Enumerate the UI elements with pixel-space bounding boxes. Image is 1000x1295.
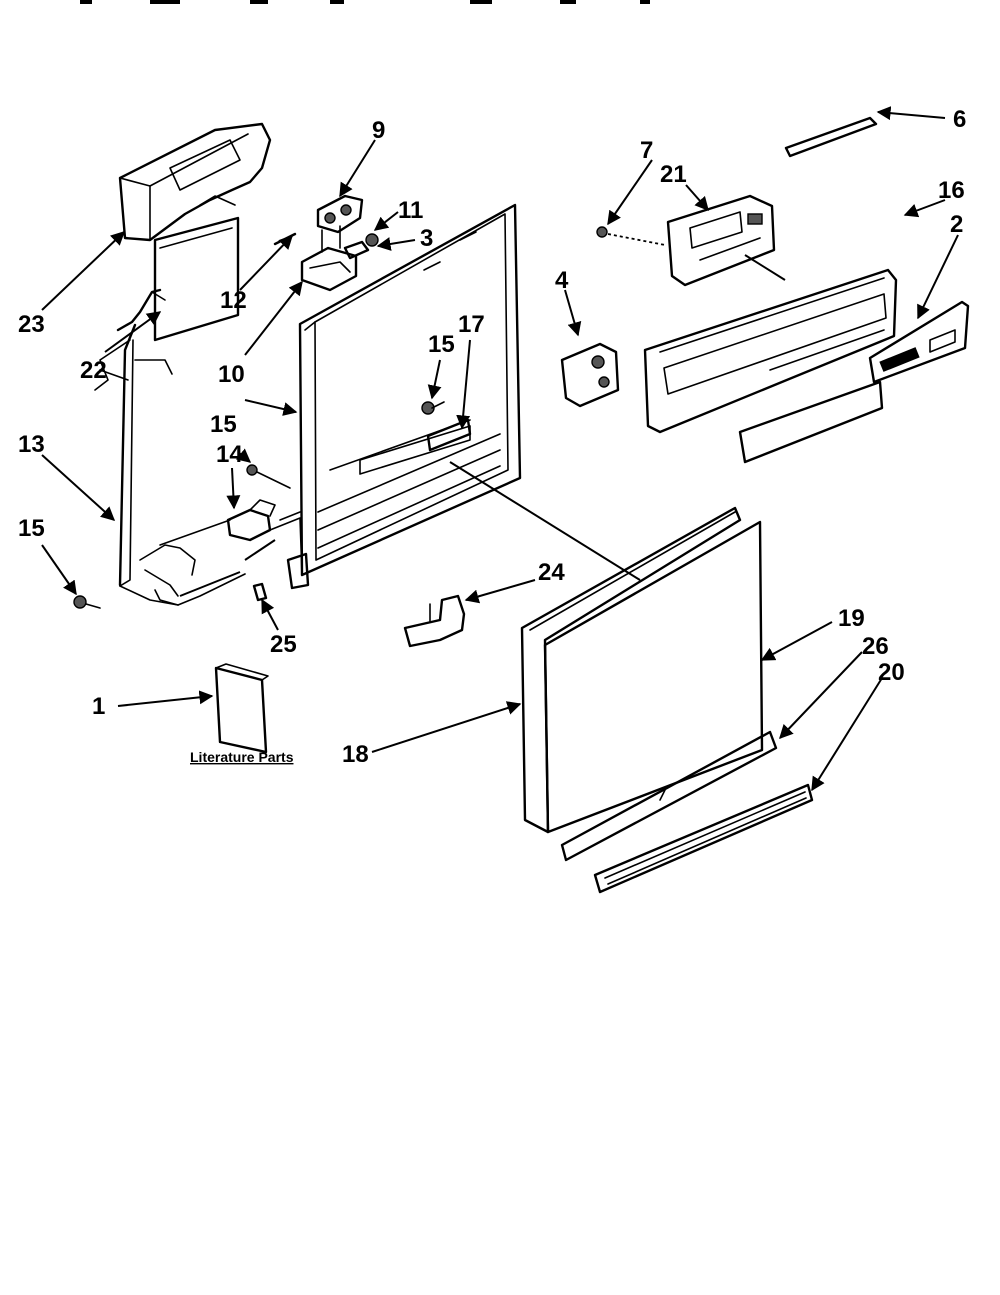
leader-12 <box>239 234 293 291</box>
callout-9: 9 <box>372 117 385 144</box>
leader-19 <box>760 621 833 661</box>
part-6-strip <box>784 116 878 158</box>
callout-15-bottom: 15 <box>18 515 45 542</box>
callout-26: 26 <box>862 633 889 660</box>
part-17-strike <box>426 418 472 452</box>
part-9-hinge-assembly <box>300 194 379 292</box>
callout-20: 20 <box>878 659 905 686</box>
part-2-overlay <box>868 300 970 384</box>
leader-18 <box>371 701 522 753</box>
leader-15-mid <box>235 448 252 463</box>
callout-labels: 6 7 21 16 2 4 9 11 3 12 10 23 22 15 17 1… <box>18 106 966 768</box>
leader-9 <box>339 139 376 198</box>
leader-door <box>244 399 298 416</box>
console-lower-strip <box>738 380 884 464</box>
part-15-screw-bottom <box>73 595 101 609</box>
part-18-door-frame <box>520 506 742 834</box>
part-14-switch <box>226 499 276 542</box>
callout-21: 21 <box>660 161 687 188</box>
callout-17: 17 <box>458 311 485 338</box>
part-1-literature <box>214 663 269 754</box>
part-20-toe-strip <box>593 783 814 894</box>
leader-3 <box>376 237 416 251</box>
part-22-panel <box>153 216 240 342</box>
callout-15-center: 15 <box>428 331 455 358</box>
leader-15-bottom <box>41 544 77 596</box>
callout-12: 12 <box>220 287 247 314</box>
leader-22 <box>104 311 162 353</box>
part-24-bracket <box>403 594 466 648</box>
leader-15-center <box>427 359 442 400</box>
callout-15-mid: 15 <box>210 411 237 438</box>
callout-2: 2 <box>950 211 963 238</box>
part-15-screw-mid <box>246 464 291 489</box>
callout-16: 16 <box>938 177 965 204</box>
callout-13: 13 <box>18 431 45 458</box>
leader-11 <box>373 211 399 231</box>
assembly-lines <box>179 254 786 597</box>
leader-2 <box>917 234 959 320</box>
part-19-door-outer-panel <box>543 520 764 834</box>
leader-4 <box>564 289 582 337</box>
callout-1: 1 <box>92 693 105 720</box>
callout-11: 11 <box>398 197 423 224</box>
callout-19: 19 <box>838 605 865 632</box>
callout-23: 23 <box>18 311 45 338</box>
callout-24: 24 <box>538 559 565 586</box>
leader-lines <box>41 106 959 792</box>
callout-22: 22 <box>80 357 107 384</box>
part-15-screw-center <box>421 401 445 415</box>
part-21-control-module <box>666 194 776 287</box>
part-25-clip <box>252 582 268 602</box>
literature-parts-caption: Literature Parts <box>190 749 294 765</box>
callout-14: 14 <box>216 441 243 468</box>
leader-16 <box>903 199 946 218</box>
leader-13 <box>41 454 116 521</box>
leader-21 <box>685 184 709 212</box>
callout-25: 25 <box>270 631 297 658</box>
callout-6: 6 <box>953 106 966 133</box>
header-remnants <box>80 0 650 4</box>
leader-1 <box>117 690 214 707</box>
leader-23 <box>41 231 126 311</box>
part-23-cover-bracket <box>118 122 272 242</box>
leader-14 <box>226 467 241 510</box>
part-16-console-panel <box>643 268 898 434</box>
leader-17 <box>456 339 471 430</box>
leader-24 <box>464 579 536 604</box>
leader-6 <box>876 106 946 121</box>
leader-7 <box>607 159 653 226</box>
door-inner-frame <box>269 203 522 590</box>
callout-10: 10 <box>218 361 245 388</box>
leader-20 <box>811 677 883 792</box>
leader-26 <box>779 651 863 740</box>
callout-4: 4 <box>555 267 569 294</box>
leader-25 <box>261 598 279 631</box>
part-13-wire-harness <box>94 288 246 606</box>
part-4-switch <box>560 342 620 408</box>
callout-3: 3 <box>420 225 433 252</box>
leader-10 <box>244 280 303 356</box>
callout-7: 7 <box>640 137 653 164</box>
callout-18: 18 <box>342 741 369 768</box>
part-26-trim <box>560 730 778 862</box>
part-7-screw <box>596 226 666 246</box>
